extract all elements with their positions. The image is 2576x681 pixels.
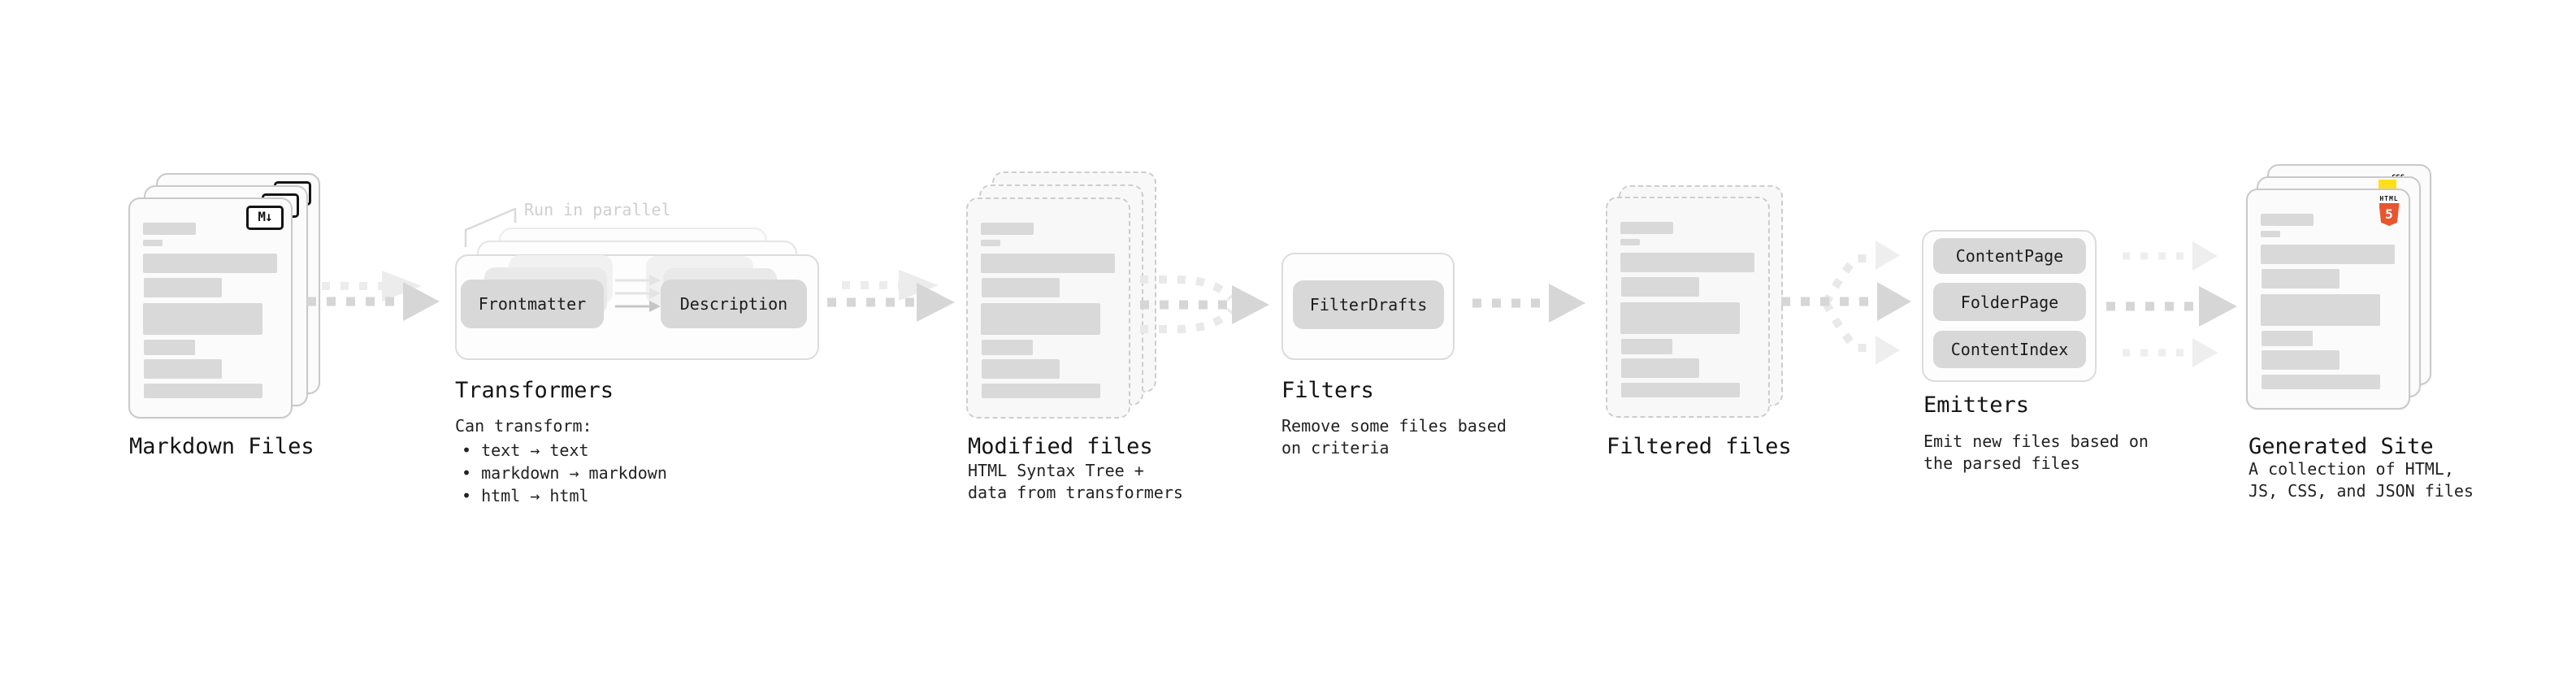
html5-logo-icon: HTML 5 [2376, 195, 2402, 226]
text-line-bar [143, 303, 262, 335]
markdown-files-stack: M↓ M↓ M↓ [128, 173, 323, 421]
folderpage-emitter-box: FolderPage [1933, 283, 2086, 321]
run-in-parallel-note: Run in parallel [524, 200, 671, 219]
arrow-emitters-to-generated [2106, 241, 2237, 367]
filtered-file-card-front [1606, 197, 1770, 418]
text-line-bar [981, 223, 1034, 235]
text-line-bar [144, 340, 195, 355]
arrow-filtered-to-emitters [1781, 241, 1911, 365]
modified-files-stack [966, 171, 1161, 419]
transformers-bullet: • markdown → markdown [462, 463, 667, 483]
text-line-bar [1621, 339, 1672, 354]
emitters-subtitle: Emit new files based on the parsed files [1923, 432, 2149, 473]
text-line-bar [2261, 231, 2280, 237]
arrow-transformers-to-modified [827, 270, 955, 322]
transformers-title: Transformers [455, 378, 614, 403]
contentpage-emitter-box: ContentPage [1933, 238, 2086, 274]
arrow-markdown-to-transformers [307, 271, 440, 321]
filters-subtitle: Remove some files based on criteria [1281, 416, 1507, 458]
generated-site-title: Generated Site [2249, 434, 2434, 459]
file-content-placeholder [968, 199, 1129, 417]
transformers-bullet: • text → text [462, 440, 589, 460]
text-line-bar [982, 359, 1060, 379]
javascript-logo-icon [2379, 180, 2396, 190]
text-line-bar [982, 340, 1033, 355]
text-line-bar [2261, 214, 2314, 226]
markdown-files-title: Markdown Files [129, 434, 314, 459]
modified-files-title: Modified files [968, 434, 1153, 459]
text-line-bar [2262, 375, 2380, 389]
frontmatter-transformer-box: Frontmatter [461, 280, 604, 328]
generated-site-subtitle: A collection of HTML, JS, CSS, and JSON … [2249, 459, 2474, 501]
text-line-bar [1621, 277, 1699, 297]
file-content-placeholder [2248, 190, 2409, 408]
modified-file-card-front [966, 197, 1130, 419]
file-content-placeholder [1607, 198, 1768, 416]
text-line-bar [2262, 331, 2313, 346]
text-line-bar [1620, 253, 1754, 272]
text-line-bar [2261, 294, 2380, 326]
text-line-bar [2262, 350, 2340, 370]
text-line-bar [981, 240, 1000, 246]
text-line-bar [144, 359, 222, 379]
text-line-bar [1621, 383, 1740, 397]
text-line-bar [2261, 245, 2395, 264]
markdown-logo-icon: M↓ [246, 206, 284, 230]
text-line-bar [143, 223, 196, 235]
text-line-bar [1620, 222, 1673, 234]
generated-site-stack: CSS HTML 5 [2246, 164, 2441, 412]
arrow-filters-to-filtered [1472, 284, 1585, 323]
description-transformer-box: Description [661, 280, 807, 328]
filters-title: Filters [1281, 378, 1374, 403]
text-line-bar [982, 278, 1060, 297]
text-line-bar [981, 303, 1100, 335]
filtered-files-title: Filtered files [1607, 434, 1792, 459]
text-line-bar [1620, 302, 1740, 334]
modified-files-subtitle: HTML Syntax Tree + data from transformer… [968, 461, 1183, 502]
transformers-subtitle: Can transform: [455, 416, 592, 436]
text-line-bar [982, 384, 1100, 398]
filtered-files-stack [1606, 185, 1793, 421]
text-line-bar [143, 254, 277, 273]
markdown-file-card-front: M↓ [128, 197, 293, 419]
contentindex-emitter-box: ContentIndex [1933, 331, 2086, 368]
filterdrafts-box: FilterDrafts [1293, 280, 1444, 329]
text-line-bar [2262, 269, 2340, 288]
emitters-title: Emitters [1923, 393, 2030, 418]
text-line-bar [1620, 239, 1640, 245]
file-content-placeholder [130, 199, 291, 417]
html-file-card: HTML 5 [2246, 189, 2410, 410]
text-line-bar [981, 254, 1115, 273]
text-line-bar [143, 240, 163, 246]
text-line-bar [144, 278, 222, 297]
transformers-bullet: • html → html [462, 486, 589, 505]
text-line-bar [144, 384, 262, 398]
text-line-bar [1621, 358, 1699, 378]
